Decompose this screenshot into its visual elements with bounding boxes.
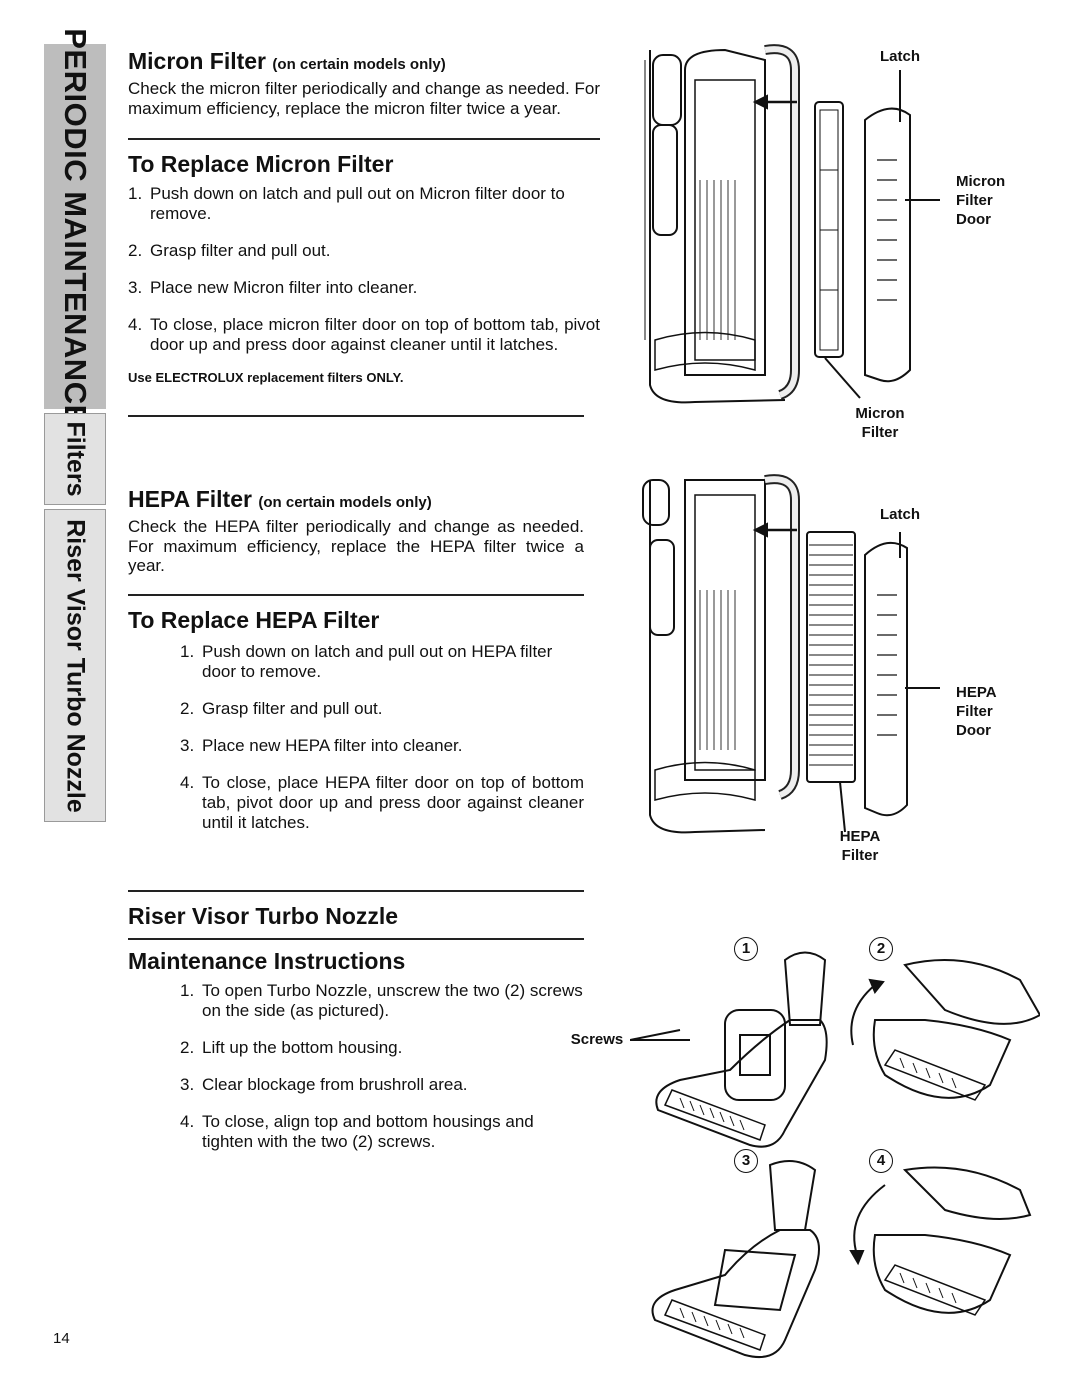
step-text: To close, place micron filter door on to… bbox=[150, 315, 600, 354]
step-text: Grasp filter and pull out. bbox=[202, 698, 383, 718]
hepa-title-note: (on certain models only) bbox=[258, 494, 432, 511]
hepa-section: HEPA Filter (on certain models only) Che… bbox=[128, 486, 584, 850]
step-text: Place new Micron filter into cleaner. bbox=[150, 278, 418, 297]
filters-tab-label: Filters bbox=[61, 421, 90, 497]
list-item: 2. Grasp filter and pull out. bbox=[128, 241, 600, 261]
micron-title-text: Micron Filter bbox=[128, 48, 267, 74]
step-number: 2. bbox=[180, 698, 195, 718]
list-item: 3. Clear blockage from brushroll area. bbox=[180, 1075, 584, 1095]
divider bbox=[128, 938, 584, 940]
step-number: 3. bbox=[180, 735, 195, 755]
step-text: Push down on latch and pull out on Micro… bbox=[150, 184, 565, 223]
step-3-badge: 3 bbox=[734, 1149, 758, 1173]
section-tab-periodic-maintenance: PERIODIC MAINTENANCE bbox=[44, 28, 106, 425]
step-text: Push down on latch and pull out on HEPA … bbox=[202, 641, 553, 681]
micron-filter-label: Micron Filter bbox=[855, 405, 905, 441]
nozzle-step-3-figure bbox=[651, 1160, 820, 1359]
list-item: 4. To close, place HEPA filter door on to… bbox=[180, 773, 584, 833]
micron-replace-title: To Replace Micron Filter bbox=[128, 151, 394, 177]
hepa-intro: Check the HEPA filter periodically and c… bbox=[128, 517, 584, 575]
step-number: 4. bbox=[180, 1112, 195, 1131]
step-text: To close, align top and bottom housings … bbox=[202, 1112, 534, 1151]
page-number: 14 bbox=[53, 1330, 70, 1347]
step-text: Place new HEPA filter into cleaner. bbox=[202, 735, 463, 755]
hepa-door-label: HEPA Filter Door bbox=[956, 684, 997, 739]
step-1-badge: 1 bbox=[734, 937, 758, 961]
section-tab-riser-visor: Riser Visor Turbo Nozzle bbox=[44, 509, 106, 822]
step-text: To open Turbo Nozzle, unscrew the two (2… bbox=[202, 981, 583, 1020]
step-number: 3. bbox=[180, 1075, 195, 1094]
micron-latch-label: Latch bbox=[879, 48, 920, 65]
section-tab-filters: Filters bbox=[44, 413, 106, 505]
step-text: To close, place HEPA filter door on top … bbox=[202, 772, 584, 832]
step-number: 1. bbox=[128, 184, 143, 203]
riser-tab-label: Riser Visor Turbo Nozzle bbox=[61, 518, 90, 813]
nozzle-subtitle: Maintenance Instructions bbox=[128, 948, 406, 974]
list-item: 1. To open Turbo Nozzle, unscrew the two … bbox=[180, 981, 584, 1021]
step-number: 3. bbox=[128, 278, 143, 297]
step-number: 4. bbox=[128, 315, 143, 334]
step-text: Lift up the bottom housing. bbox=[202, 1038, 403, 1057]
hepa-latch-label: Latch bbox=[879, 506, 920, 523]
step-number: 2. bbox=[128, 241, 143, 260]
step-4-badge: 4 bbox=[869, 1149, 893, 1173]
step-number: 2. bbox=[180, 1038, 195, 1057]
section-tab-label: PERIODIC MAINTENANCE bbox=[58, 27, 93, 426]
list-item: 3. Place new HEPA filter into cleaner. bbox=[180, 736, 584, 756]
micron-steps: 1. Push down on latch and pull out on Mic… bbox=[128, 184, 600, 355]
step-text: Clear blockage from brushroll area. bbox=[202, 1075, 468, 1094]
micron-title-note: (on certain models only) bbox=[272, 56, 446, 73]
step-number: 1. bbox=[180, 981, 195, 1000]
step-number: 1. bbox=[180, 641, 195, 661]
nozzle-steps: 1. To open Turbo Nozzle, unscrew the two … bbox=[128, 981, 584, 1152]
hepa-steps: 1. Push down on latch and pull out on HEP… bbox=[128, 642, 584, 833]
list-item: 4. To close, place micron filter door on … bbox=[128, 315, 600, 355]
list-item: 4. To close, align top and bottom housing… bbox=[180, 1112, 584, 1152]
step-number: 4. bbox=[180, 772, 195, 792]
hepa-filter-label: HEPA Filter bbox=[839, 828, 881, 864]
divider bbox=[128, 138, 600, 140]
micron-intro: Check the micron filter periodically and… bbox=[128, 79, 600, 118]
list-item: 1. Push down on latch and pull out on Mic… bbox=[128, 184, 600, 224]
micron-door-label: Micron Filter Door bbox=[956, 173, 1006, 228]
step-text: Grasp filter and pull out. bbox=[150, 241, 331, 260]
micron-filter-illustration bbox=[644, 44, 940, 404]
hepa-replace-title: To Replace HEPA Filter bbox=[128, 606, 380, 633]
nozzle-step-4-figure bbox=[849, 1166, 1032, 1316]
nozzle-title: Riser Visor Turbo Nozzle bbox=[128, 903, 399, 929]
micron-title: Micron Filter (on certain models only) bbox=[128, 48, 600, 75]
micron-section: Micron Filter (on certain models only) C… bbox=[128, 48, 600, 417]
step-2-badge: 2 bbox=[869, 937, 893, 961]
list-item: 2. Grasp filter and pull out. bbox=[180, 699, 584, 719]
hepa-title: HEPA Filter (on certain models only) bbox=[128, 486, 584, 513]
divider bbox=[128, 593, 584, 596]
screws-label: Screws bbox=[570, 1031, 624, 1048]
list-item: 2. Lift up the bottom housing. bbox=[180, 1038, 584, 1058]
turbo-nozzle-illustration bbox=[630, 951, 1040, 1359]
nozzle-step-2-figure bbox=[850, 959, 1040, 1101]
divider bbox=[128, 415, 584, 417]
nozzle-section: Riser Visor Turbo Nozzle Maintenance Ins… bbox=[128, 890, 584, 1169]
divider bbox=[128, 890, 584, 892]
list-item: 1. Push down on latch and pull out on HEP… bbox=[180, 642, 584, 682]
nozzle-step-1-figure bbox=[630, 951, 828, 1148]
hepa-title-text: HEPA Filter bbox=[128, 486, 252, 512]
hepa-filter-illustration bbox=[642, 474, 940, 834]
replacement-note: Use ELECTROLUX replacement filters ONLY. bbox=[128, 370, 404, 385]
list-item: 3. Place new Micron filter into cleaner. bbox=[128, 278, 600, 298]
